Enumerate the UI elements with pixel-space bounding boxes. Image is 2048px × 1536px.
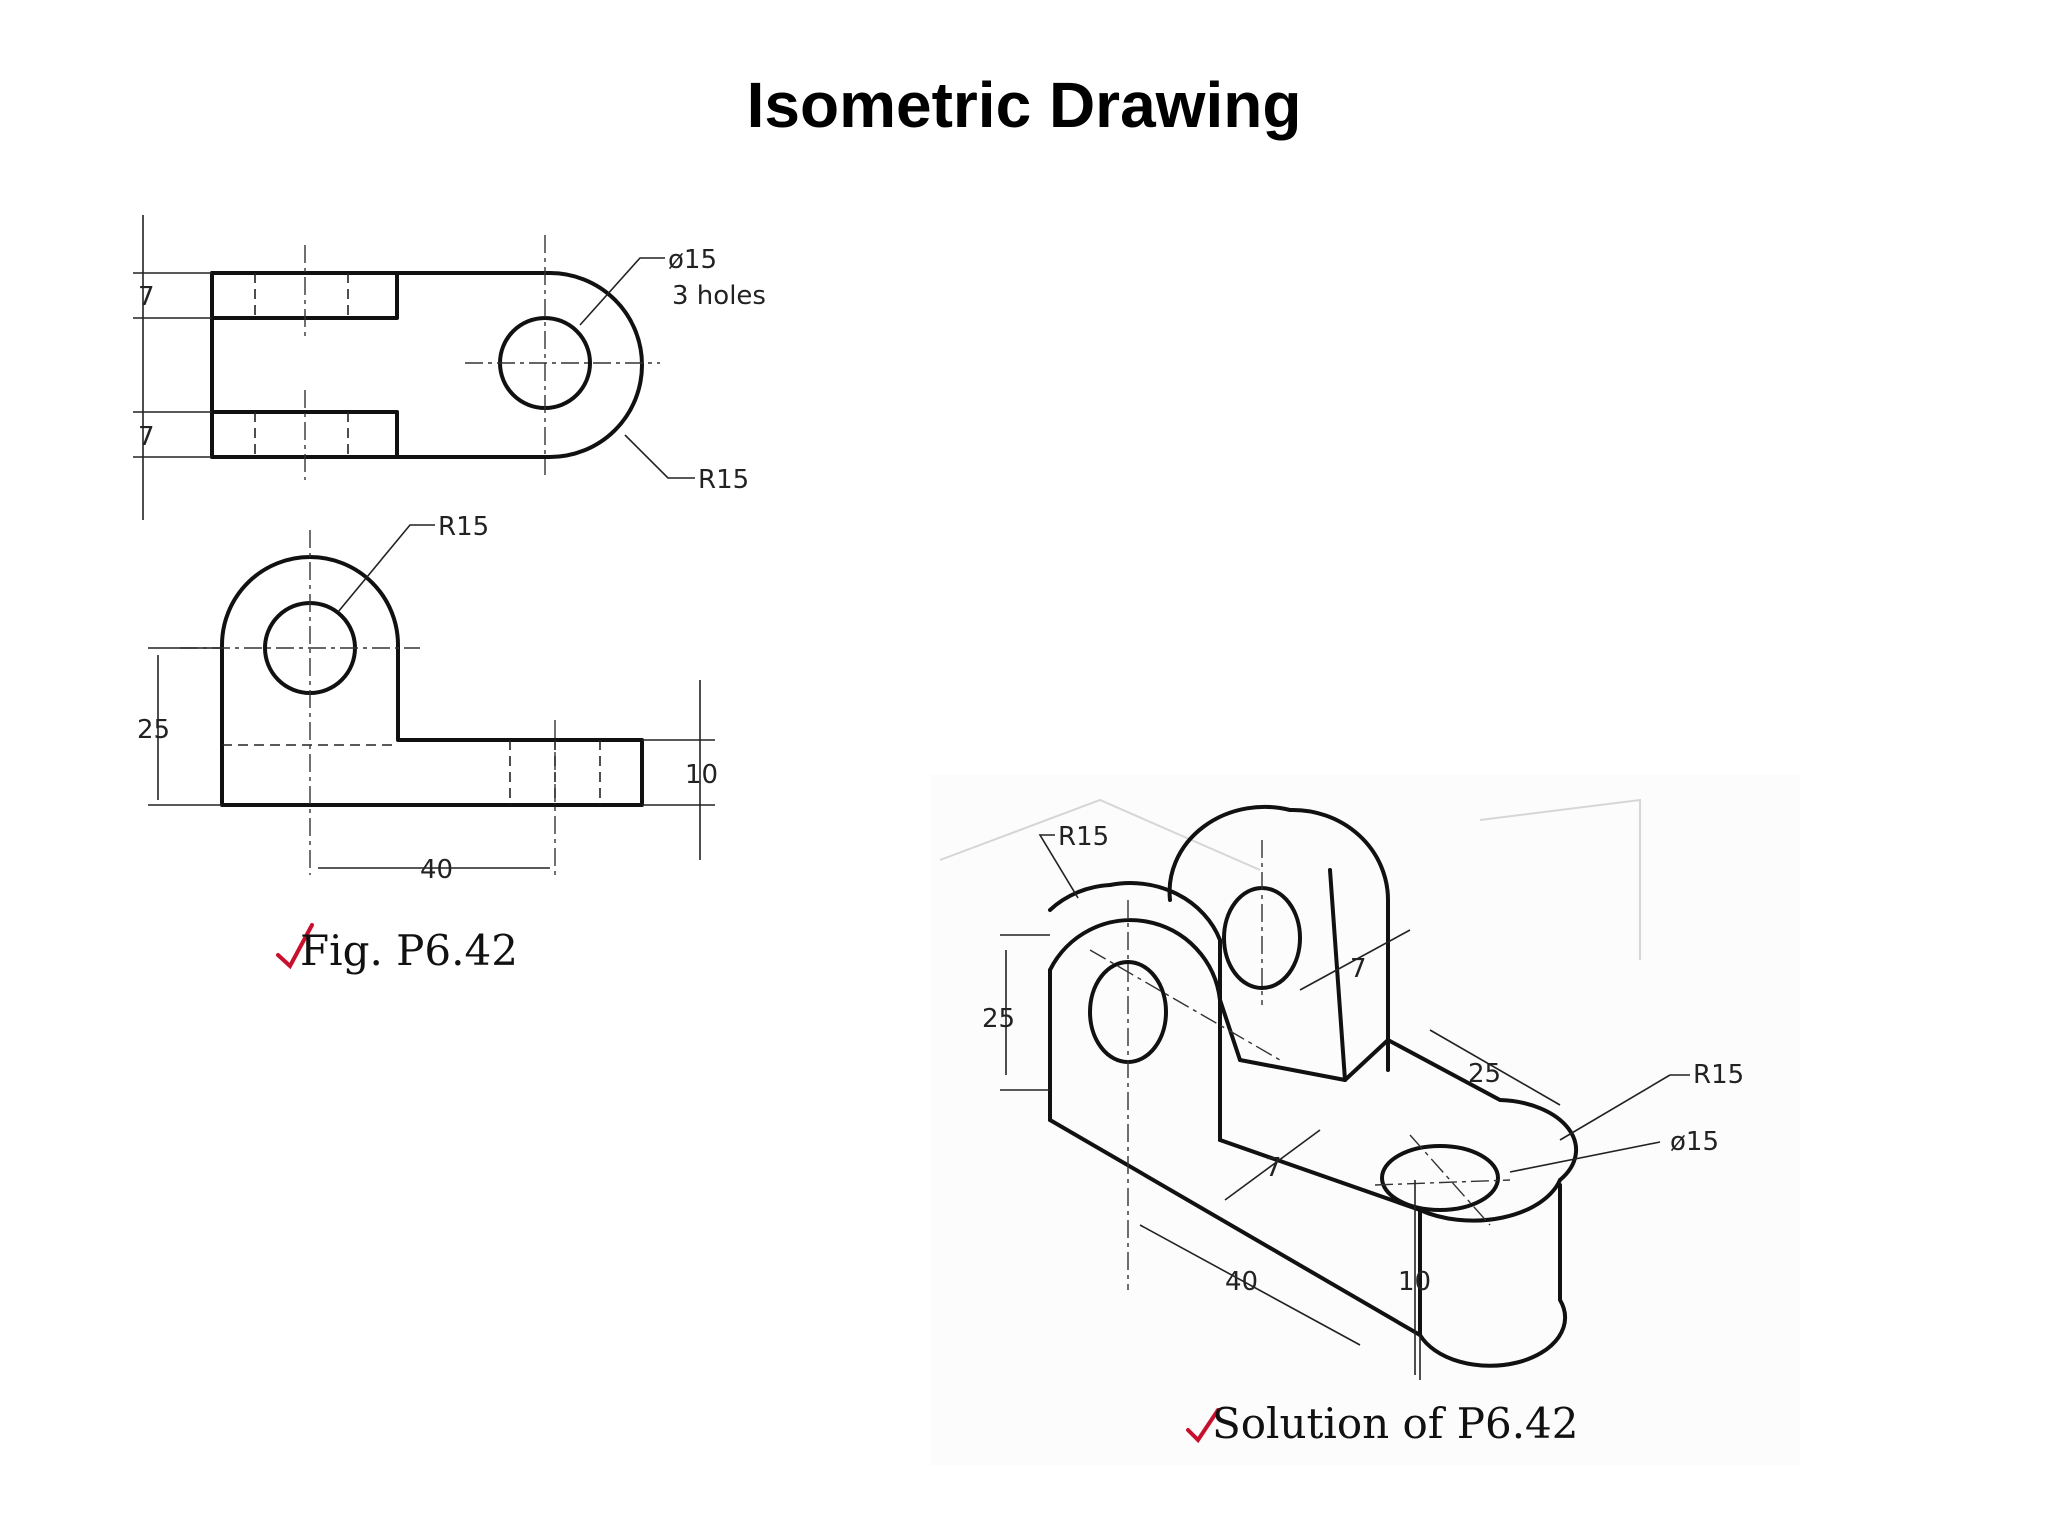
length-label: 40 [420, 855, 453, 885]
hole-count-label: 3 holes [672, 281, 766, 311]
hole-dia-label: ø15 [668, 245, 717, 275]
iso-thk-mid-label: 7 [1265, 1153, 1282, 1183]
iso-radius-right-label: R15 [1693, 1060, 1744, 1090]
slot-top-label: 7 [138, 282, 155, 312]
base-label: 10 [685, 760, 718, 790]
solution-checkmark-icon [1186, 1408, 1220, 1444]
top-view: 7 7 ø15 3 holes R15 [133, 215, 766, 520]
top-radius-label: R15 [698, 465, 749, 495]
iso-hole-dia-label: ø15 [1670, 1127, 1719, 1157]
orthographic-figure: 7 7 ø15 3 holes R15 [133, 215, 766, 975]
iso-radius-left-label: R15 [1058, 822, 1109, 852]
figure-caption: Fig. P6.42 [300, 926, 518, 975]
isometric-solution: 25 R15 7 25 R15 ø15 7 40 10 Solution of … [930, 775, 1800, 1465]
slide-title: Isometric Drawing [746, 69, 1302, 141]
front-view: 25 10 40 R15 [137, 512, 718, 885]
slot-bottom-label: 7 [138, 422, 155, 452]
figure-checkmark-icon [276, 923, 314, 970]
front-radius-label: R15 [438, 512, 489, 542]
iso-height-label: 25 [982, 1004, 1015, 1034]
iso-base-label: 10 [1398, 1267, 1431, 1297]
iso-thk-top-label: 7 [1350, 954, 1367, 984]
iso-length-label: 40 [1225, 1267, 1258, 1297]
height-label: 25 [137, 715, 170, 745]
iso-gap-label: 25 [1468, 1059, 1501, 1089]
solution-caption: Solution of P6.42 [1212, 1399, 1579, 1448]
